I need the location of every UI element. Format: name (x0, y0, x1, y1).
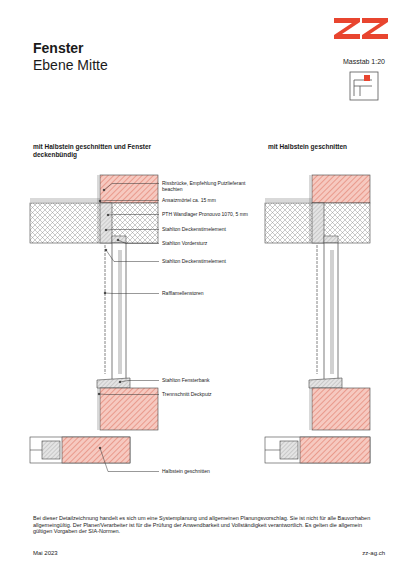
leader-line (105, 293, 159, 295)
leader-line (118, 240, 159, 244)
annotation: Ansatzmörtel ca. 15 mm (162, 197, 216, 203)
annotation: Rafflamellenstoren (162, 290, 204, 296)
footer-text: Mai 2023 (33, 550, 58, 557)
leader-dot (104, 292, 106, 294)
leader-dot (99, 200, 101, 202)
logo (334, 18, 388, 39)
leader-dot (107, 214, 109, 216)
annotation: Halbstein geschnitten (162, 468, 210, 474)
leader-dot (117, 239, 119, 241)
annotation: PTH Wandlager Pronouvo 1070, 5 mm (162, 211, 248, 217)
leader-line (104, 184, 159, 191)
leader-dot (105, 249, 107, 251)
leader-dot (105, 229, 107, 231)
heading-text: mit Halbstein geschnitten und Fenster de… (33, 143, 163, 159)
annotation: Stahlton Fensterbank (162, 377, 210, 383)
leader-line (120, 381, 159, 383)
section-icon (350, 72, 378, 100)
heading-text: Masstab 1:20 (343, 58, 385, 66)
leader-lines (98, 184, 159, 472)
section-left (30, 175, 158, 430)
leader-line (100, 200, 159, 202)
plan-detail-left (30, 437, 130, 463)
leader-line (99, 394, 159, 396)
footer-text: zz-ag.ch (362, 550, 385, 557)
plan-detail-right (265, 437, 370, 463)
leader-line (106, 250, 159, 262)
leader-line (100, 448, 159, 472)
annotation: Trennschnitt Deckputz (162, 391, 212, 397)
title: Fenster (33, 40, 84, 57)
annotation: Stahlton Vordersturz (162, 240, 207, 246)
footer-text: Bei dieser Detailzeichnung handelt es si… (33, 515, 378, 535)
leader-dot (103, 189, 105, 191)
leader-line (108, 214, 159, 216)
leader-dot (119, 381, 121, 383)
annotation: Stahlton Deckenstirnelement (162, 258, 226, 264)
annotation: Stahlton Deckenstirnelement (162, 226, 226, 232)
leader-dot (98, 393, 100, 395)
annotation: Rissbrücke, Empfehlung Putzlieferant bea… (162, 180, 260, 192)
heading-text: mit Halbstein geschnitten (268, 143, 347, 151)
heading-text: Ebene Mitte (33, 57, 108, 74)
leader-dot (99, 447, 101, 449)
leader-line (106, 229, 159, 231)
section-right (265, 175, 370, 430)
